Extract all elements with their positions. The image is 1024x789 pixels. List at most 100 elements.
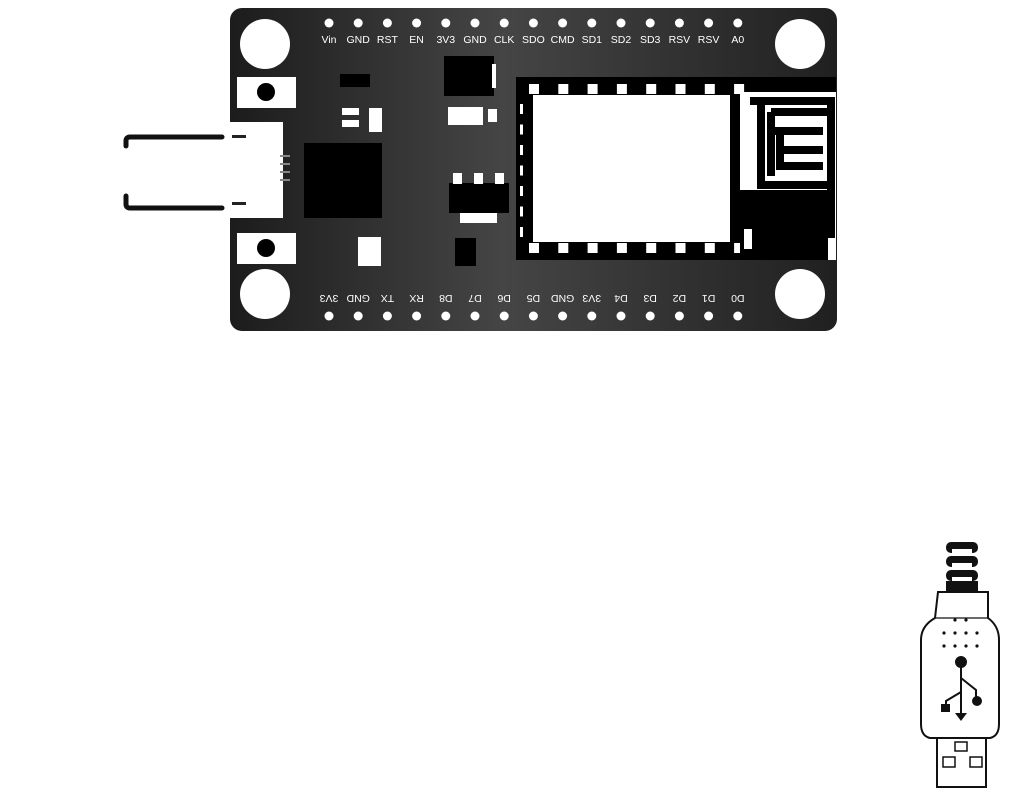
- micro-usb-cable-end: [123, 134, 225, 211]
- module-pad-side: [520, 124, 523, 135]
- top-pin-label: EN: [409, 34, 424, 46]
- module-pad-bottom: [734, 243, 745, 253]
- bottom-pin-1: [353, 311, 363, 321]
- top-pin-label: 3V3: [436, 34, 455, 46]
- top-pin-label: SD1: [582, 34, 603, 46]
- module-pad-top: [704, 84, 715, 94]
- top-pin-label: GND: [347, 34, 371, 46]
- bottom-pin-12: [674, 311, 684, 321]
- usb-a-plug: [920, 542, 1000, 788]
- top-pin-label: RSV: [698, 34, 720, 46]
- top-pin-13: [704, 18, 714, 28]
- diode: [444, 56, 496, 96]
- bottom-pin-label: D5: [527, 292, 541, 304]
- top-pin-14: [733, 18, 743, 28]
- module-pad-bottom: [587, 243, 598, 253]
- bottom-pin-14: [733, 311, 743, 321]
- led-pad: [358, 237, 381, 266]
- module-shield: [533, 95, 730, 242]
- smd-pad-2: [342, 120, 359, 127]
- bottom-pin-5: [470, 311, 480, 321]
- top-pin-7: [528, 18, 538, 28]
- small-component-1: [340, 74, 370, 87]
- bottom-pin-10: [616, 311, 626, 321]
- top-pin-3: [412, 18, 422, 28]
- module-pad-side: [520, 206, 523, 217]
- bottom-pin-label: D4: [614, 292, 628, 304]
- bottom-pin-9: [587, 311, 597, 321]
- mounting-hole-bottom-left: [240, 269, 290, 319]
- resistor-pad-2: [488, 109, 497, 122]
- mounting-hole-top-left: [240, 19, 290, 69]
- top-pin-label: RST: [377, 34, 399, 46]
- usb-trident-icon: [941, 656, 982, 721]
- top-pin-label: RSV: [669, 34, 691, 46]
- bottom-pin-6: [499, 311, 509, 321]
- esp-wifi-module: [516, 77, 836, 260]
- module-pad-side: [520, 165, 523, 176]
- top-pin-8: [558, 18, 568, 28]
- bottom-pin-label: D2: [673, 292, 687, 304]
- bottom-pin-label: D3: [643, 292, 657, 304]
- flash-button[interactable]: [237, 77, 296, 108]
- mounting-hole-bottom-right: [775, 269, 825, 319]
- resistor-pad-1: [448, 107, 483, 125]
- usb-serial-chip: [304, 143, 382, 218]
- capacitor: [455, 238, 476, 266]
- bottom-pin-label: 3V3: [582, 292, 601, 304]
- bottom-pin-label: D1: [702, 292, 716, 304]
- bottom-pin-label: 3V3: [320, 292, 339, 304]
- top-pin-6: [499, 18, 509, 28]
- module-pad-bottom: [675, 243, 686, 253]
- bottom-pin-0: [324, 311, 334, 321]
- smd-pad-3: [369, 108, 382, 132]
- top-pin-0: [324, 18, 334, 28]
- top-pin-label: CLK: [494, 34, 514, 46]
- micro-usb-port: [230, 122, 290, 218]
- top-pin-11: [645, 18, 655, 28]
- module-pad-side: [520, 227, 523, 237]
- module-pad-side: [520, 145, 523, 155]
- bottom-pin-4: [441, 311, 451, 321]
- top-pin-label: SD2: [611, 34, 632, 46]
- cable-strain-relief: [946, 542, 978, 591]
- grip-dots: [942, 618, 979, 648]
- module-pad-top: [587, 84, 598, 94]
- module-pad-top: [558, 84, 569, 94]
- bottom-pin-13: [704, 311, 714, 321]
- bottom-pin-8: [558, 311, 568, 321]
- module-pad-side: [520, 186, 523, 196]
- voltage-regulator: [449, 173, 509, 223]
- bottom-pin-2: [382, 311, 392, 321]
- top-pin-label: A0: [731, 34, 744, 46]
- top-pin-10: [616, 18, 626, 28]
- bottom-pin-7: [528, 311, 538, 321]
- top-pin-12: [674, 18, 684, 28]
- top-pin-label: Vin: [322, 34, 337, 46]
- bottom-pin-label: D7: [468, 292, 482, 304]
- mounting-hole-top-right: [775, 19, 825, 69]
- bottom-pin-label: D6: [497, 292, 511, 304]
- module-pad-bottom: [529, 243, 539, 253]
- module-pad-top: [675, 84, 686, 94]
- top-pin-5: [470, 18, 480, 28]
- top-pin-label: GND: [463, 34, 487, 46]
- module-pad-bottom: [558, 243, 569, 253]
- bottom-pin-label: TX: [381, 292, 394, 304]
- top-pin-label: SD3: [640, 34, 661, 46]
- reset-button[interactable]: [237, 233, 296, 264]
- module-pad-side: [520, 104, 523, 114]
- bottom-pin-11: [645, 311, 655, 321]
- bottom-pin-label: RX: [409, 292, 424, 304]
- bottom-pin-3: [412, 311, 422, 321]
- module-pad-bottom: [704, 243, 715, 253]
- top-pin-2: [382, 18, 392, 28]
- module-pads: [520, 84, 745, 253]
- pcb-antenna-icon: [740, 92, 836, 260]
- bottom-pin-label: D8: [439, 292, 453, 304]
- module-pad-top: [529, 84, 539, 94]
